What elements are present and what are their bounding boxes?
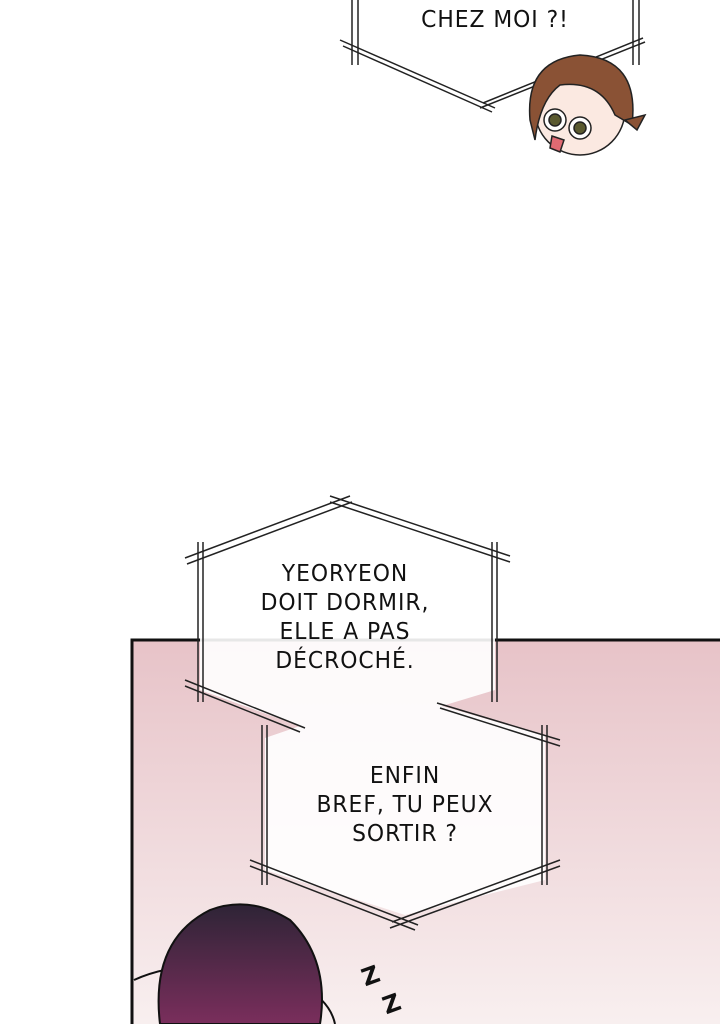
bubble-text-yeoryeon: YEORYEON DOIT DORMIR, ELLE A PAS DÉCROCH… [226,560,464,676]
bubble-line: CHEZ MOI ?! [421,7,569,33]
bubble-line: BREF, TU PEUX [316,792,494,818]
bubble-text-enfin: ENFIN BREF, TU PEUX SORTIR ? [296,762,515,849]
girl-head-illustration [528,54,647,156]
speech-bubble-middle [184,495,561,931]
bubble-line: ENFIN [369,763,441,789]
sleeping-character-illustration [133,903,336,1024]
bubble-line: DOIT DORMIR, [260,590,430,616]
bubble-text-chez-moi: CHEZ MOI ?! [386,6,605,35]
bubble-line: ELLE A PAS [279,619,411,645]
bubble-line: YEORYEON [281,561,409,587]
bubble-line: SORTIR ? [352,821,458,847]
bubble-line: DÉCROCHÉ. [275,648,415,674]
